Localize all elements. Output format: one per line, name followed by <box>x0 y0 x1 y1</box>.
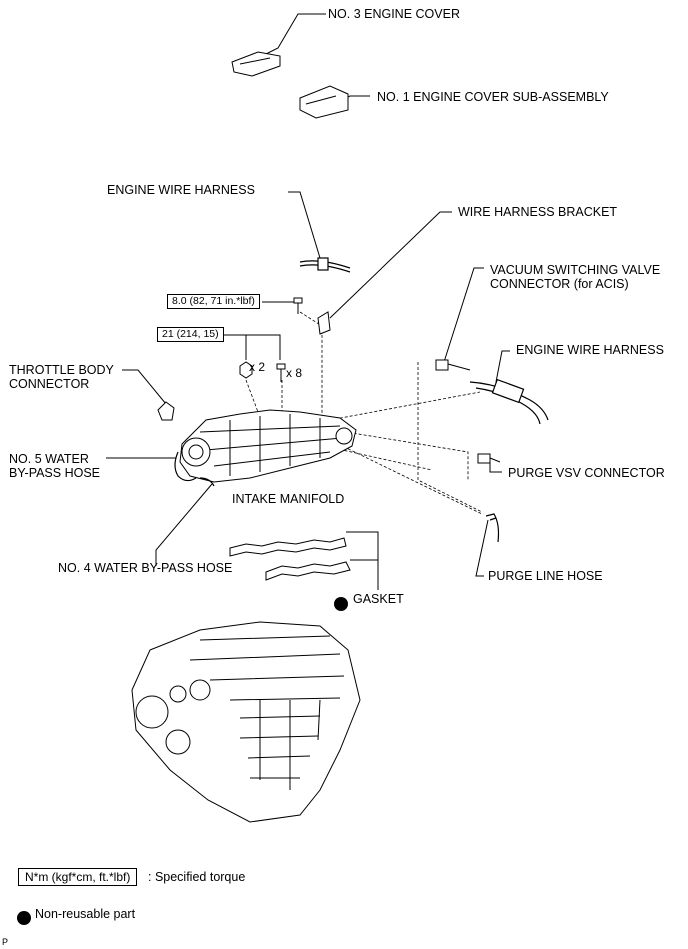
no5-water-bypass-hose-part <box>174 451 197 482</box>
vsv-connector-part <box>435 359 471 371</box>
bolt-quantity: x 8 <box>286 366 303 380</box>
label-no1-engine-cover: NO. 1 ENGINE COVER SUB-ASSEMBLY <box>377 90 609 104</box>
label-purge-vsv-connector: PURGE VSV CONNECTOR <box>508 466 665 480</box>
gasket-part <box>229 537 351 581</box>
bracket-bolt-part <box>293 297 303 314</box>
label-wire-harness-bracket: WIRE HARNESS BRACKET <box>458 205 618 219</box>
label-vsv-connector-line1: VACUUM SWITCHING VALVE <box>490 263 661 277</box>
label-engine-wire-harness-top: ENGINE WIRE HARNESS <box>107 183 255 197</box>
leader-bracket <box>329 211 452 319</box>
engine-wire-harness-top-part <box>299 257 351 273</box>
leader-vsv <box>443 267 484 363</box>
label-engine-wire-harness-right: ENGINE WIRE HARNESS <box>516 343 664 357</box>
legend-torque-units: N*m (kgf*cm, ft.*lbf) <box>18 868 138 886</box>
engine-assembly-illustration <box>131 621 361 823</box>
torque-box-manifold: 21 (214, 15) <box>157 327 224 342</box>
label-throttle-body-line1: THROTTLE BODY <box>9 363 114 377</box>
manifold-bolt-part <box>276 363 286 382</box>
leader-no4 <box>155 483 213 566</box>
label-no5-hose-line2: BY-PASS HOSE <box>9 466 101 480</box>
page-mark: P <box>2 937 9 947</box>
leader-purge-vsv <box>489 462 502 473</box>
label-purge-line-hose: PURGE LINE HOSE <box>488 569 603 583</box>
intake-manifold-part <box>179 409 357 483</box>
legend-torque-desc: : Specified torque <box>148 870 246 884</box>
leader-gasket <box>346 531 379 590</box>
purge-vsv-connector-part <box>477 453 501 464</box>
label-no3-engine-cover: NO. 3 ENGINE COVER <box>328 7 460 21</box>
label-gasket: GASKET <box>353 592 404 606</box>
purge-line-hose-part <box>485 513 500 543</box>
no1-engine-cover-part <box>299 85 349 119</box>
torque-box-bracket-bolt: 8.0 (82, 71 in.*lbf) <box>167 294 260 309</box>
nut-quantity: x 2 <box>249 360 266 374</box>
label-throttle-body-line2: CONNECTOR <box>9 377 90 391</box>
engine-wire-harness-right-part <box>469 378 549 425</box>
non-reusable-marker-gasket <box>334 597 348 611</box>
throttle-connector-part <box>157 401 175 421</box>
manifold-nut-part <box>239 361 253 379</box>
leader-harness-right <box>495 350 510 383</box>
leader-throttle <box>122 369 167 405</box>
leader-harness-top <box>288 191 321 259</box>
label-intake-manifold: INTAKE MANIFOLD <box>232 492 345 506</box>
no3-engine-cover-part <box>231 51 281 77</box>
leader-torque-21 <box>224 334 281 360</box>
label-vsv-connector-line2: CONNECTOR (for ACIS) <box>490 277 629 291</box>
label-no4-water-bypass-hose: NO. 4 WATER BY-PASS HOSE <box>58 561 233 575</box>
label-no5-hose-line1: NO. 5 WATER <box>9 452 89 466</box>
legend-non-reusable-dot <box>17 911 31 925</box>
leader-purge-hose <box>475 519 489 577</box>
leader-no3-cover <box>261 13 326 57</box>
legend-non-reusable-desc: Non-reusable part <box>35 907 136 921</box>
wire-harness-bracket-part <box>317 311 331 335</box>
no4-water-bypass-hose-part <box>199 477 215 487</box>
